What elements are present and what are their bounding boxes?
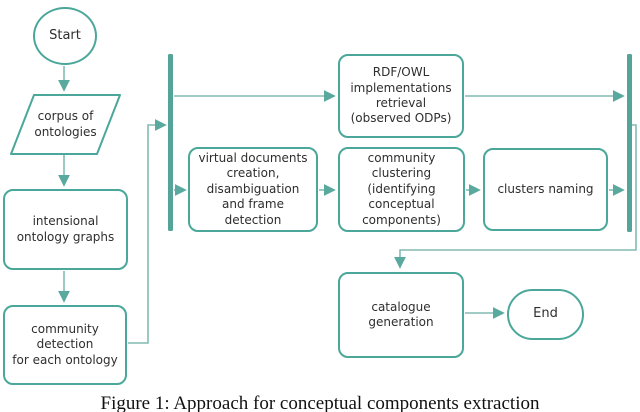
community-clustering-node: community clustering (identifying concep… bbox=[338, 147, 465, 232]
end-node: End bbox=[507, 289, 584, 340]
join-bar-right bbox=[627, 54, 632, 232]
corpus-parallelogram-shape bbox=[10, 94, 121, 155]
start-label: Start bbox=[49, 27, 81, 43]
start-node: Start bbox=[33, 7, 97, 65]
rdf-owl-retrieval-node: RDF/OWL implementations retrieval (obser… bbox=[338, 54, 464, 138]
clusters-naming-label: clusters naming bbox=[497, 181, 594, 196]
community-detection-node: community detection for each ontology bbox=[3, 305, 127, 385]
catalogue-generation-node: catalogue generation bbox=[338, 272, 464, 358]
corpus-node: corpus of ontologies bbox=[11, 95, 120, 154]
intensional-graphs-label: intensional ontology graphs bbox=[16, 214, 115, 244]
virtual-documents-node: virtual documents creation, disambiguati… bbox=[188, 147, 318, 232]
community-detection-label: community detection for each ontology bbox=[12, 321, 118, 367]
figure-caption: Figure 1: Approach for conceptual compon… bbox=[100, 393, 540, 412]
fork-bar-left bbox=[168, 54, 173, 231]
arrow-community-to-fork bbox=[128, 119, 167, 344]
virtual-documents-label: virtual documents creation, disambiguati… bbox=[198, 151, 308, 227]
intensional-graphs-node: intensional ontology graphs bbox=[3, 189, 128, 270]
clusters-naming-node: clusters naming bbox=[483, 148, 608, 231]
end-label: End bbox=[533, 306, 558, 322]
community-clustering-label: community clustering (identifying concep… bbox=[362, 151, 441, 227]
corpus-label: corpus of ontologies bbox=[34, 109, 97, 139]
catalogue-generation-label: catalogue generation bbox=[368, 299, 434, 329]
arrow-join-to-catalogue bbox=[394, 124, 637, 269]
rdf-owl-retrieval-label: RDF/OWL implementations retrieval (obser… bbox=[350, 65, 452, 126]
